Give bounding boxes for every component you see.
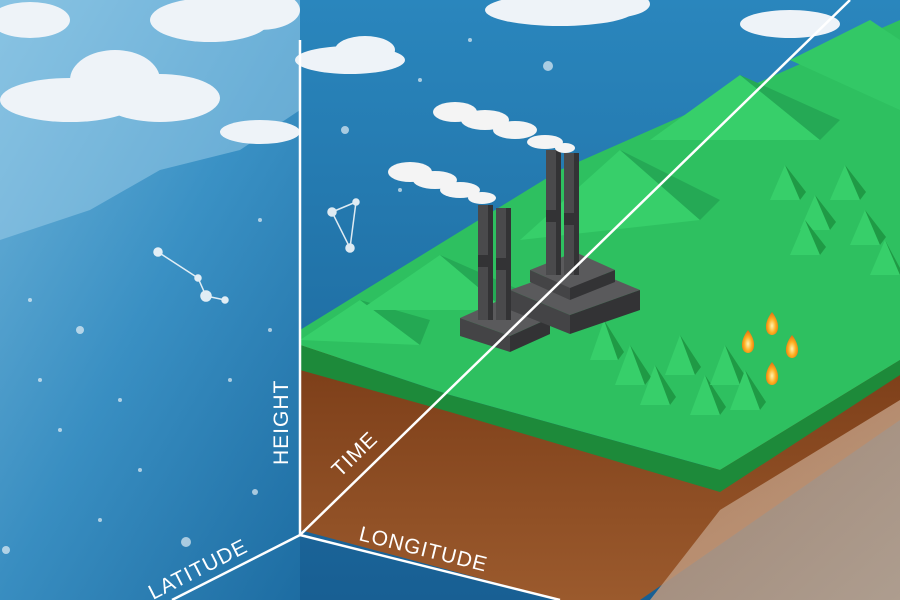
axis-lines: [171, 0, 851, 600]
fire-icon: [741, 312, 799, 385]
cloud-icon: [740, 10, 840, 38]
height-axis-label: HEIGHT: [270, 380, 293, 465]
cloud-icon: [0, 50, 220, 122]
particles: [2, 38, 553, 554]
longitude-axis-line: [299, 533, 561, 600]
cloud-icon: [485, 0, 650, 26]
transparent-soil-face: [650, 400, 900, 600]
time-axis-line: [299, 0, 851, 536]
mountain-icon: [300, 20, 900, 345]
soil-layer: [300, 340, 900, 600]
cloud-icon: [295, 36, 405, 74]
cloud-icon: [0, 2, 70, 38]
constellation-icon: [153, 247, 229, 304]
cloud-icon: [220, 120, 300, 144]
constellation-icon: [327, 198, 360, 253]
smokestack-icon: [478, 150, 579, 320]
latitude-axis-line: [171, 533, 301, 600]
grass-edge: [300, 345, 900, 492]
cloud-icon: [150, 0, 300, 42]
tree-icon: [590, 165, 900, 415]
smoke-plume: [388, 102, 575, 204]
